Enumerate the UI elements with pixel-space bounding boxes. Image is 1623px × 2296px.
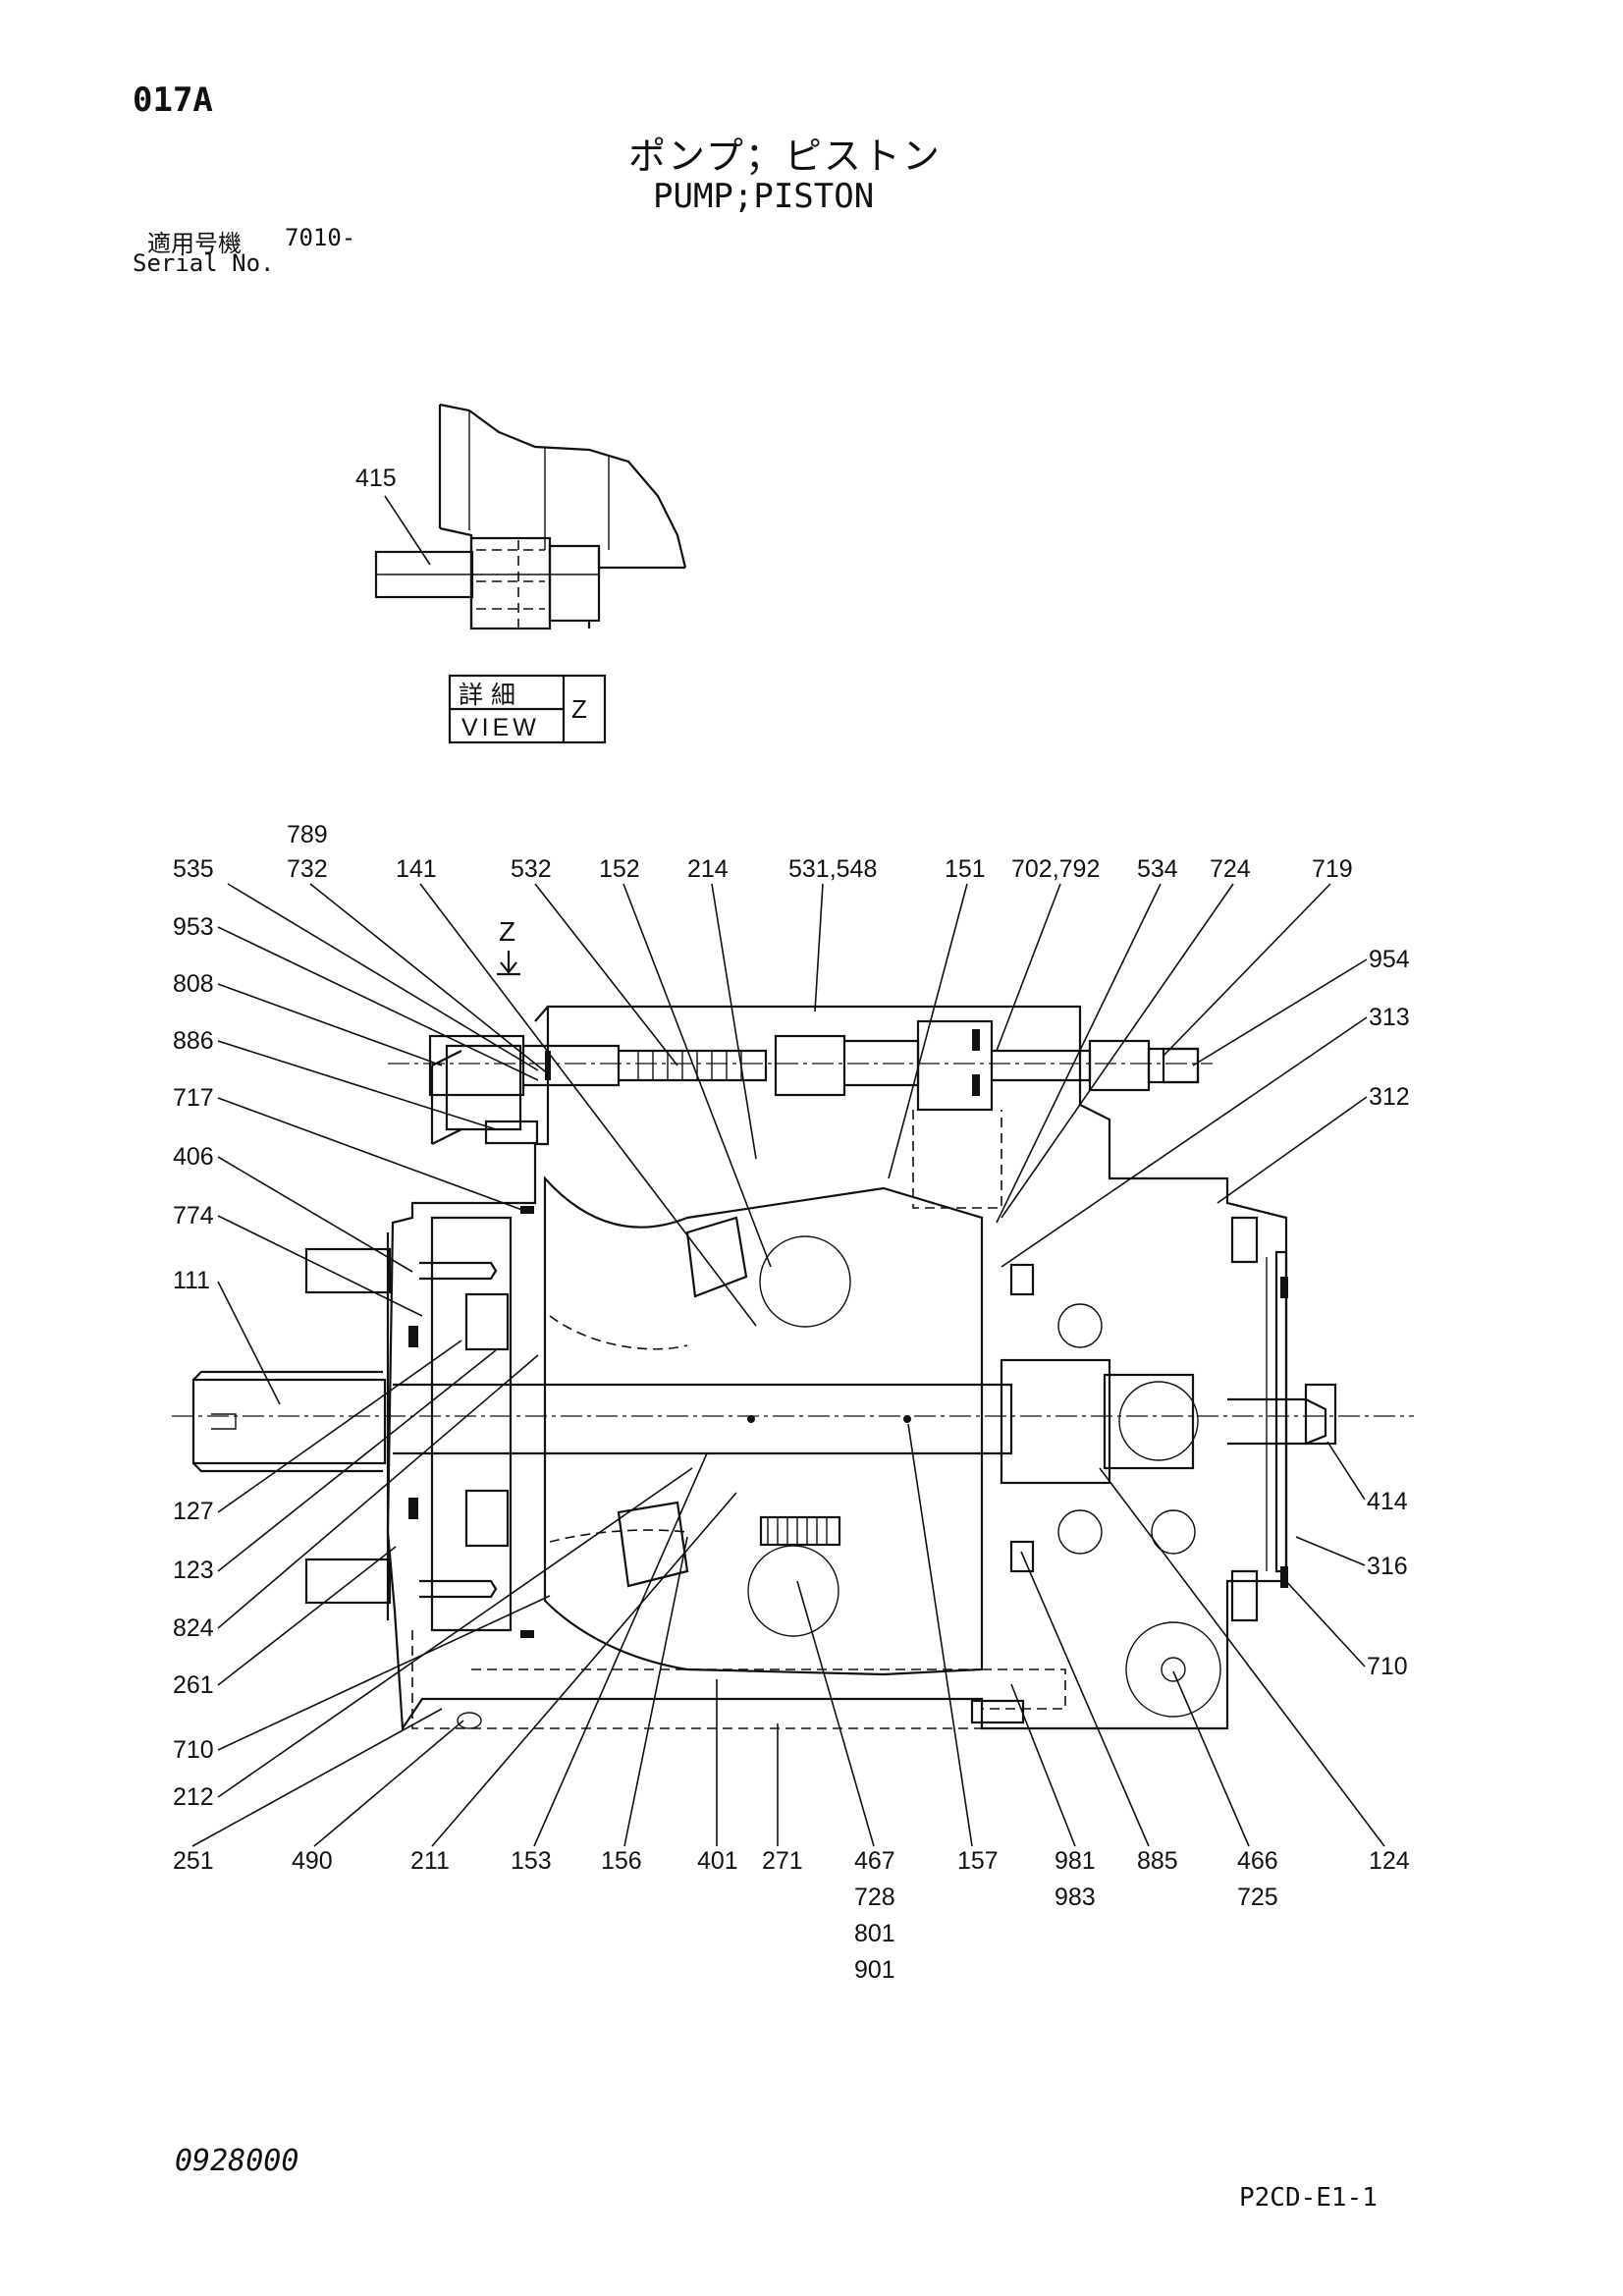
callout-808: 808 bbox=[173, 970, 214, 998]
callout-156: 156 bbox=[601, 1847, 642, 1875]
detail-box-japanese: 詳 細 bbox=[459, 681, 515, 709]
leader-lines bbox=[191, 883, 1385, 1847]
callout-724: 724 bbox=[1210, 855, 1251, 883]
callout-152: 152 bbox=[599, 855, 640, 883]
callout-801: 801 bbox=[854, 1920, 895, 1947]
callout-316: 316 bbox=[1367, 1553, 1408, 1580]
callout-702-792: 702,792 bbox=[1011, 855, 1100, 883]
callout-717: 717 bbox=[173, 1084, 214, 1112]
callout-153: 153 bbox=[511, 1847, 552, 1875]
view-z-marker: Z bbox=[499, 916, 515, 947]
callout-111: 111 bbox=[173, 1267, 210, 1294]
callouts-bottom: 251 490 211 153 156 401 271 467 728 801 … bbox=[173, 1847, 1410, 1984]
title-japanese: ポンプ；ピストン bbox=[628, 135, 942, 178]
callout-415: 415 bbox=[355, 465, 397, 492]
callout-719: 719 bbox=[1312, 855, 1353, 883]
callout-535: 535 bbox=[173, 855, 214, 883]
detail-box-english: VIEW bbox=[461, 714, 540, 741]
callout-123: 123 bbox=[173, 1557, 214, 1584]
callout-141: 141 bbox=[396, 855, 437, 883]
detail-box-letter: Z bbox=[571, 694, 587, 724]
sheet-code: P2CD-E1-1 bbox=[1239, 2183, 1378, 2213]
pump-cross-section: Z bbox=[172, 916, 1414, 1732]
callout-212: 212 bbox=[173, 1783, 214, 1811]
callout-981: 981 bbox=[1055, 1847, 1096, 1875]
title-english: PUMP;PISTON bbox=[653, 177, 875, 216]
callout-886: 886 bbox=[173, 1027, 214, 1055]
callout-214: 214 bbox=[687, 855, 729, 883]
callout-490: 490 bbox=[292, 1847, 333, 1875]
callouts-left: 953 808 886 717 406 774 111 127 123 824 … bbox=[173, 913, 214, 1811]
callout-251: 251 bbox=[173, 1847, 214, 1875]
callout-710-left: 710 bbox=[173, 1736, 214, 1764]
callout-901: 901 bbox=[854, 1956, 895, 1984]
callout-532: 532 bbox=[511, 855, 552, 883]
callout-531-548: 531,548 bbox=[788, 855, 877, 883]
callouts-top: 789 732 535 141 532 152 214 531,548 151 … bbox=[173, 821, 1353, 883]
detail-view-z: 415 詳 細 VIEW Z bbox=[355, 403, 687, 744]
callout-728: 728 bbox=[854, 1884, 895, 1911]
callout-534: 534 bbox=[1137, 855, 1178, 883]
callout-885: 885 bbox=[1137, 1847, 1178, 1875]
callout-824: 824 bbox=[173, 1614, 214, 1642]
callout-774: 774 bbox=[173, 1202, 214, 1230]
callout-414: 414 bbox=[1367, 1488, 1408, 1515]
callout-954: 954 bbox=[1369, 946, 1410, 973]
callout-313: 313 bbox=[1369, 1004, 1410, 1031]
callout-151: 151 bbox=[945, 855, 986, 883]
callout-124: 124 bbox=[1369, 1847, 1410, 1875]
callout-312: 312 bbox=[1369, 1083, 1410, 1111]
callout-953: 953 bbox=[173, 913, 214, 941]
callout-271: 271 bbox=[762, 1847, 803, 1875]
callout-401: 401 bbox=[697, 1847, 738, 1875]
serial-value: 7010- bbox=[285, 224, 356, 251]
callout-261: 261 bbox=[173, 1671, 214, 1699]
callout-406: 406 bbox=[173, 1143, 214, 1171]
callout-725: 725 bbox=[1237, 1884, 1278, 1911]
callout-127: 127 bbox=[173, 1498, 214, 1525]
serial-label-english: Serial No. bbox=[133, 249, 275, 277]
callouts-right: 954 313 312 414 316 710 bbox=[1367, 946, 1410, 1680]
callout-466: 466 bbox=[1237, 1847, 1278, 1875]
callout-983: 983 bbox=[1055, 1884, 1096, 1911]
callout-710-right: 710 bbox=[1367, 1653, 1408, 1680]
callout-157: 157 bbox=[957, 1847, 999, 1875]
callout-467: 467 bbox=[854, 1847, 895, 1875]
callout-732: 732 bbox=[287, 855, 328, 883]
callout-211: 211 bbox=[410, 1847, 450, 1875]
serial-label-japanese: 適用号機 bbox=[147, 230, 242, 257]
document-number: 0928000 bbox=[175, 2144, 299, 2178]
callout-789: 789 bbox=[287, 821, 328, 848]
page-code: 017A bbox=[133, 81, 213, 120]
